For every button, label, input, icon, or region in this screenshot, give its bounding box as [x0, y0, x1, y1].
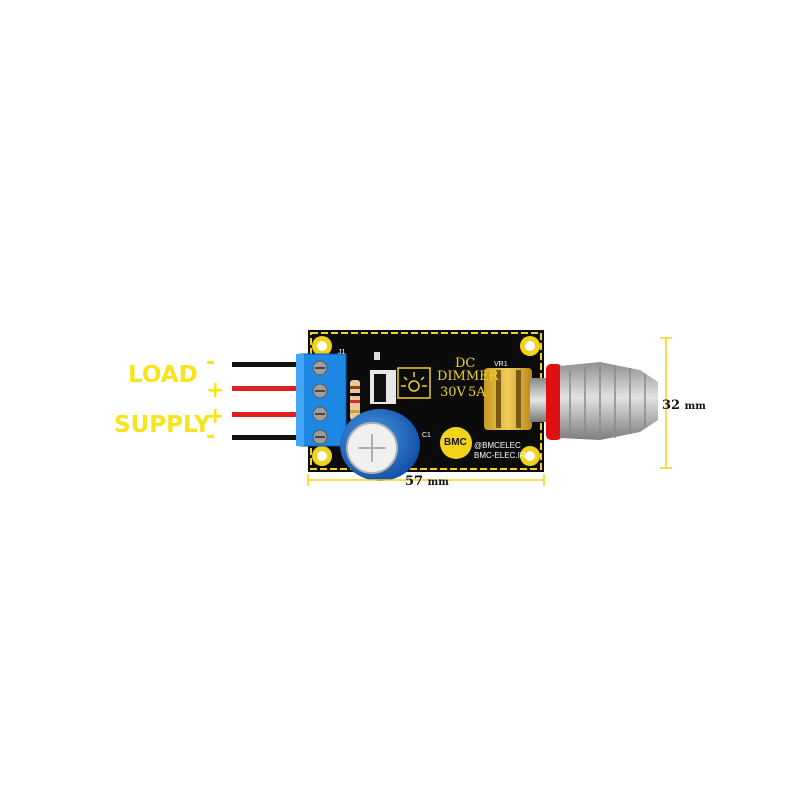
bmc-logo-circle	[440, 427, 472, 459]
supply-label: SUPPLY	[114, 412, 211, 438]
resistor	[350, 380, 360, 420]
supply-minus-sign: -	[206, 424, 216, 449]
ref-pot-label: VR1	[494, 361, 508, 368]
height-dimension-line	[660, 337, 672, 469]
height-unit: mm	[684, 401, 706, 412]
bmc-logo-text: BMC	[444, 437, 467, 448]
wire-load-plus	[232, 386, 312, 391]
wire-supply-minus	[232, 435, 312, 440]
mounting-holes	[312, 336, 540, 466]
wires	[232, 362, 312, 440]
board-title-line1: DC	[455, 356, 476, 371]
board-title-line2: DIMMER	[437, 369, 499, 384]
load-plus-sign: +	[206, 378, 225, 403]
supply-plus-sign: +	[206, 404, 225, 429]
load-minus-sign: -	[206, 350, 216, 375]
width-unit: mm	[427, 477, 449, 488]
ref-connector-label: J1	[338, 349, 346, 356]
height-value: 32	[662, 398, 681, 413]
potentiometer	[484, 368, 548, 430]
width-dimension-label: 57 mm	[405, 474, 449, 489]
wire-load-minus	[232, 362, 312, 367]
terminal-block	[296, 353, 347, 447]
board-rating-voltage: 30V	[440, 385, 466, 400]
board-rating-current: 5A	[468, 385, 486, 400]
brightness-icon	[397, 367, 431, 399]
width-value: 57	[405, 474, 424, 489]
height-dimension-label: 32 mm	[662, 398, 706, 413]
knob	[546, 362, 658, 440]
board-credit-line2: BMC-ELEC.IR	[474, 451, 526, 460]
wire-supply-plus	[232, 412, 312, 417]
mosfet	[370, 370, 396, 404]
ref-cap-label: C1	[422, 432, 431, 439]
capacitor	[340, 409, 420, 481]
load-label: LOAD	[128, 362, 198, 388]
board-credit-line1: @BMCELEC	[474, 441, 521, 450]
width-dimension-line	[307, 474, 545, 486]
